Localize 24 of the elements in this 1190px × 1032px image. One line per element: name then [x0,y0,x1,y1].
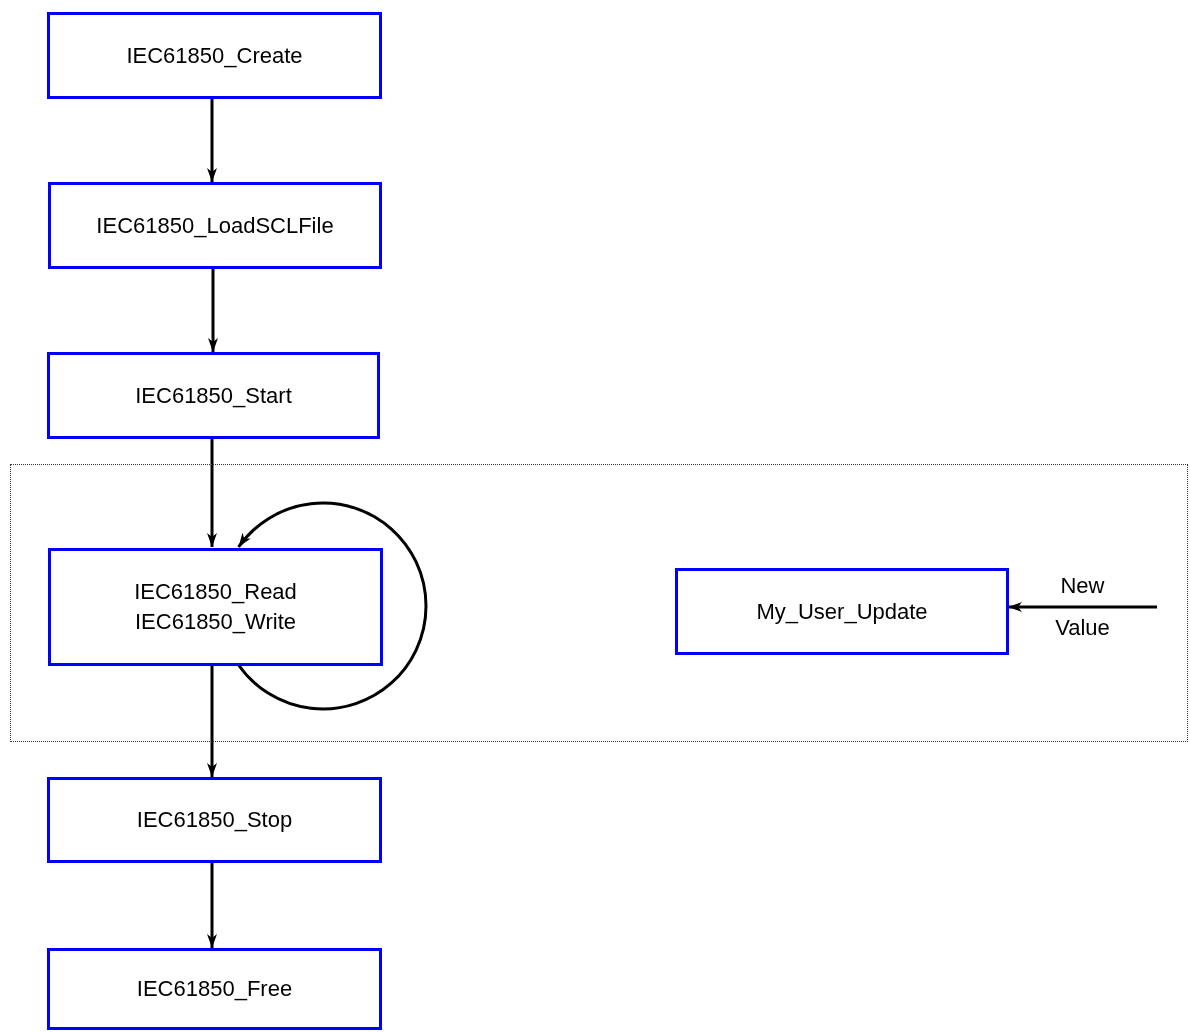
function-name: IEC61850_Create [126,41,303,70]
function-name: IEC61850_LoadSCLFile [96,211,334,240]
process-box [48,548,383,666]
arrow [207,665,217,777]
arrow [207,863,217,948]
function-name: My_User_Update [756,597,928,626]
function-name: IEC61850_Free [136,975,293,1003]
function-name: IEC61850_Stop [136,806,293,834]
edge-label: New Value [1054,572,1111,642]
process-box [47,948,382,1030]
function-name: IEC61850_Read [134,578,297,606]
function-name: IEC61850_Write [135,608,296,636]
group-box [10,464,1188,742]
process-box [48,182,382,269]
process-box [47,777,382,863]
arrow [208,269,218,352]
arrow [237,501,428,711]
process-box [47,12,382,99]
process-box [47,352,380,439]
arrow [1008,602,1157,612]
arrow [207,439,217,547]
function-name: IEC61850_Start [135,381,292,410]
process-box [675,568,1009,655]
arrow [207,99,217,182]
